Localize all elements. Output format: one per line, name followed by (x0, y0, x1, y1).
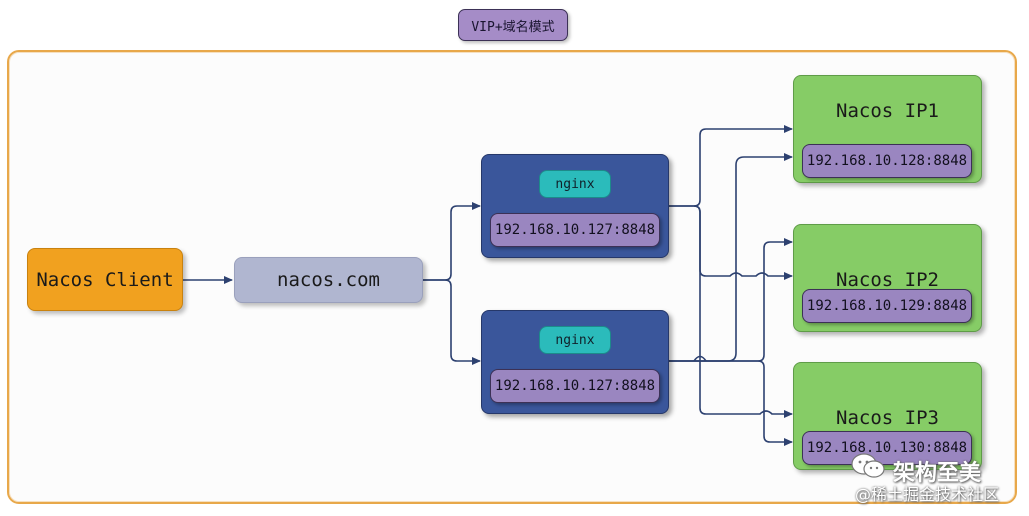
nacos-server-label: Nacos IP3 (836, 407, 939, 429)
edge-domain-nginx1 (423, 202, 481, 281)
nginx-label: nginx (539, 326, 611, 354)
edge-nginx2-ip2 (668, 238, 793, 362)
edge-nginx2-ip3 (668, 360, 793, 446)
wechat-icon (851, 453, 885, 478)
nacos-server-ip: 192.168.10.128:8848 (802, 144, 972, 178)
nginx-ip: 192.168.10.127:8848 (490, 369, 660, 403)
nginx-node-2: nginx 192.168.10.127:8848 (481, 310, 669, 414)
nacos-server-ip: 192.168.10.129:8848 (802, 289, 972, 323)
domain-node: nacos.com (234, 257, 423, 303)
edge-nginx1-ip3 (693, 205, 793, 418)
nacos-server-label: Nacos IP1 (836, 100, 939, 122)
edge-nginx1-ip1 (668, 125, 793, 207)
watermark-source: @稀土掘金技术社区 (855, 485, 1000, 504)
edge-nginx1-ip2 (668, 205, 793, 280)
nacos-server-1: Nacos IP1 192.168.10.128:8848 (793, 75, 982, 183)
nacos-server-label: Nacos IP2 (836, 269, 939, 291)
diagram-title: VIP+域名模式 (458, 9, 568, 41)
nacos-client-node: Nacos Client (27, 248, 183, 311)
watermark-title: 架构至美 (893, 461, 982, 486)
nginx-label: nginx (539, 170, 611, 198)
edge-nginx2-ip1 (668, 153, 793, 362)
nacos-server-3: Nacos IP3 192.168.10.130:8848 (793, 362, 982, 470)
nacos-server-ip: 192.168.10.130:8848 (802, 431, 972, 465)
nginx-ip: 192.168.10.127:8848 (490, 213, 660, 247)
edge-domain-nginx2 (423, 279, 481, 365)
nacos-server-2: Nacos IP2 192.168.10.129:8848 (793, 224, 982, 332)
nginx-node-1: nginx 192.168.10.127:8848 (481, 154, 669, 258)
